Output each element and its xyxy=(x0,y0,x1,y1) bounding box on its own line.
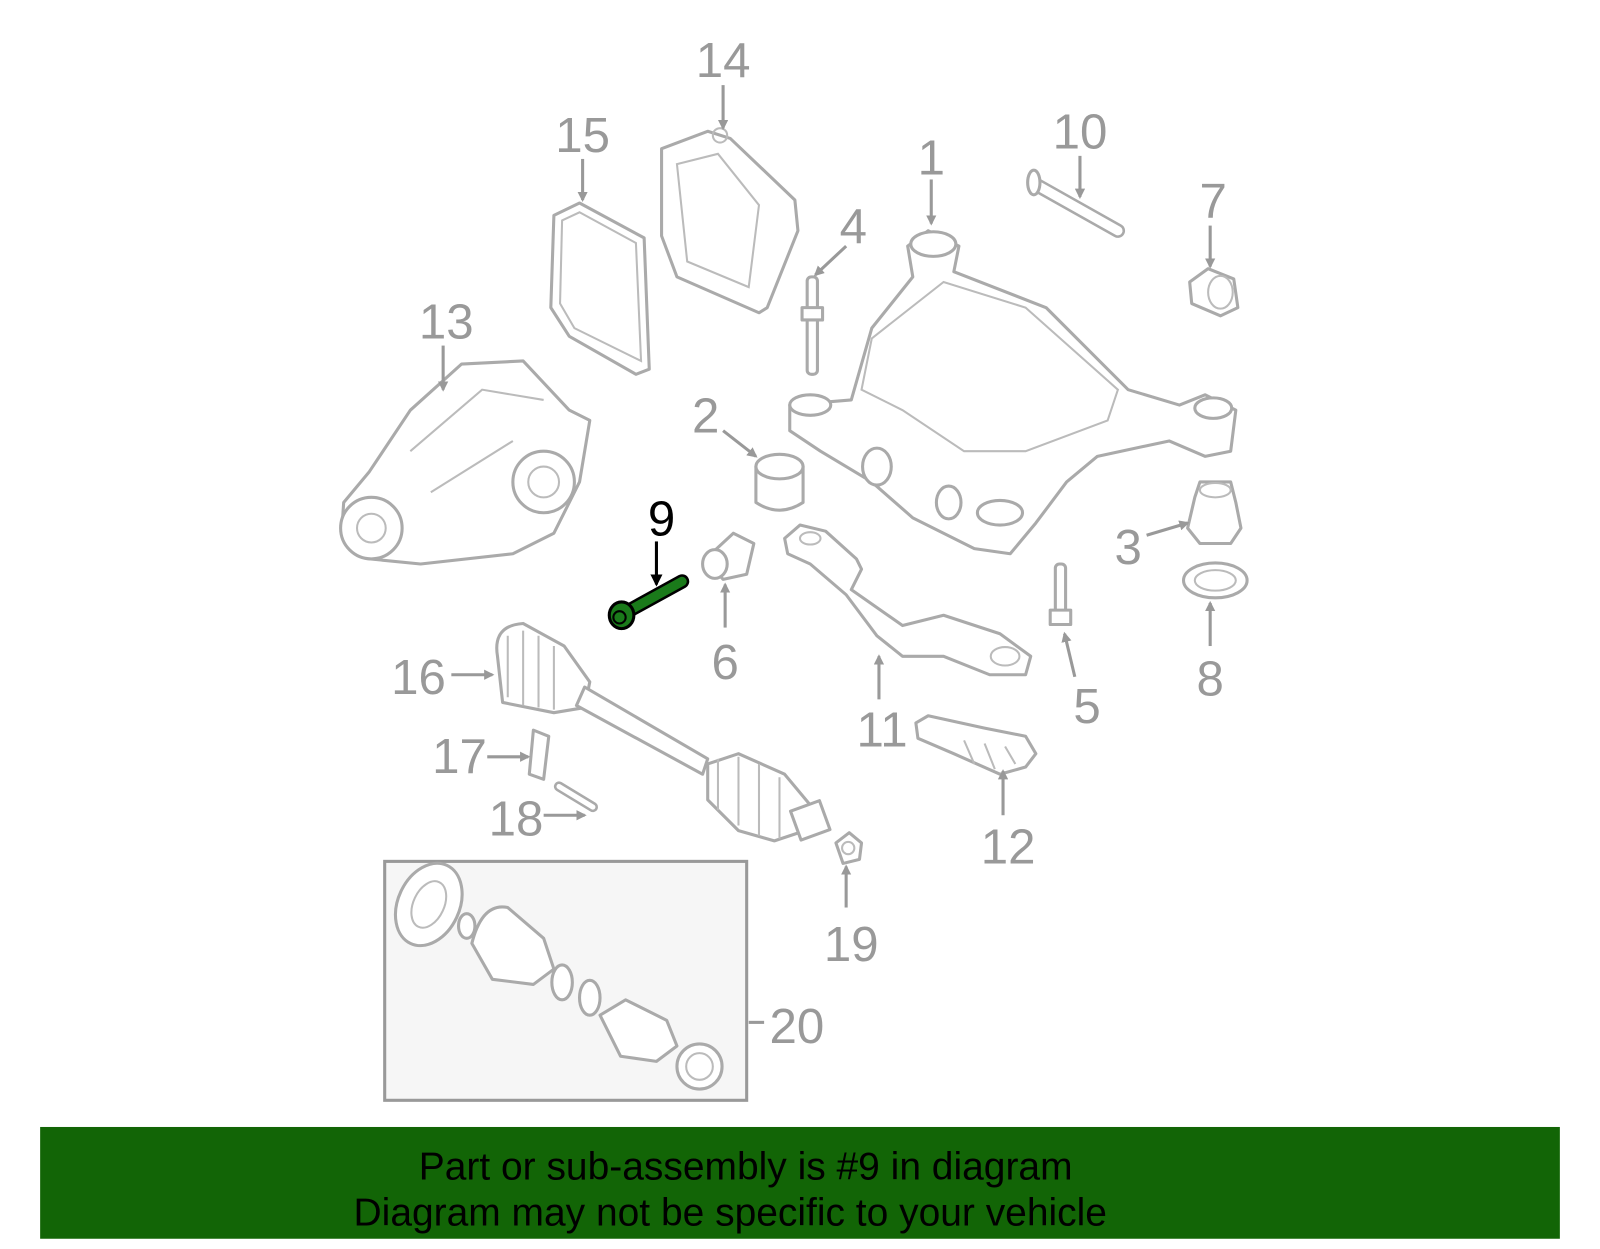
callout-3[interactable]: 3 xyxy=(1114,520,1141,575)
part-20-repair-kit-box[interactable] xyxy=(383,852,749,1102)
banner-line-2: Diagram may not be specific to your vehi… xyxy=(354,1191,1107,1234)
part-3-mount[interactable] xyxy=(1186,480,1243,546)
callout-6[interactable]: 6 xyxy=(711,635,738,690)
part-5-bolt[interactable] xyxy=(1048,562,1073,627)
info-banner: Part or sub-assembly is #9 in diagram Di… xyxy=(40,1126,1560,1239)
callout-18[interactable]: 18 xyxy=(489,792,544,847)
part-6-bushing[interactable] xyxy=(701,531,756,581)
callout-11[interactable]: 11 xyxy=(856,703,907,758)
callout-15[interactable]: 15 xyxy=(555,108,610,163)
part-2-bushing[interactable] xyxy=(754,452,805,512)
callout-1[interactable]: 1 xyxy=(918,130,945,185)
part-1-subframe[interactable] xyxy=(788,229,1238,556)
callout-16[interactable]: 16 xyxy=(391,650,446,705)
part-14-differential-cover[interactable] xyxy=(660,127,800,315)
part-15-gasket[interactable] xyxy=(549,201,651,376)
callout-14[interactable]: 14 xyxy=(696,33,751,88)
part-18-bolt[interactable] xyxy=(553,781,598,813)
callout-20[interactable]: 20 xyxy=(770,999,825,1054)
part-13-differential[interactable] xyxy=(339,359,592,566)
callout-5[interactable]: 5 xyxy=(1073,679,1100,734)
part-17-clip[interactable] xyxy=(527,728,551,781)
callout-7[interactable]: 7 xyxy=(1200,173,1227,228)
part-16-axle-shaft[interactable] xyxy=(495,621,832,843)
part-4-stud[interactable] xyxy=(800,275,825,376)
part-11-bracket[interactable] xyxy=(783,523,1033,677)
banner-line-1: Part or sub-assembly is #9 in diagram xyxy=(419,1145,1073,1188)
part-7-bushing[interactable] xyxy=(1188,267,1240,318)
callout-8[interactable]: 8 xyxy=(1196,651,1223,706)
callout-13[interactable]: 13 xyxy=(419,294,474,349)
callout-labels: 1 2 3 4 5 6 7 8 9 10 11 12 13 14 15 16 1… xyxy=(391,33,1227,1054)
callout-9-selected[interactable]: 9 xyxy=(648,491,675,546)
callout-12[interactable]: 12 xyxy=(981,819,1036,874)
part-19-nut[interactable] xyxy=(834,831,864,865)
callout-arrows xyxy=(438,85,1216,1024)
part-8-washer[interactable] xyxy=(1181,561,1249,600)
callout-19[interactable]: 19 xyxy=(824,917,879,972)
part-10-bolt[interactable] xyxy=(1026,168,1126,238)
part-12-bracket[interactable] xyxy=(914,714,1038,776)
banner-background xyxy=(40,1126,1560,1239)
callout-4[interactable]: 4 xyxy=(840,199,867,254)
part-9-bolt[interactable] xyxy=(607,574,690,631)
callout-17[interactable]: 17 xyxy=(432,729,487,784)
callout-10[interactable]: 10 xyxy=(1053,105,1108,160)
callout-2[interactable]: 2 xyxy=(692,389,719,444)
